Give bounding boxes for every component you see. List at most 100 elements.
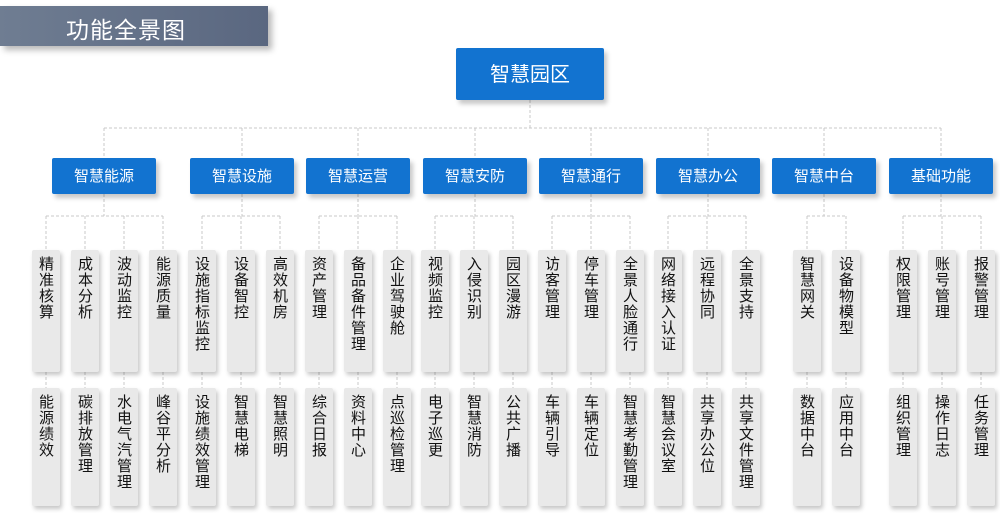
leaf-label: 报警管理 (972, 256, 990, 320)
leaf-node[interactable]: 波动监控 (110, 250, 138, 372)
leaf-node[interactable]: 访客管理 (538, 250, 566, 372)
leaf-node[interactable]: 备品备件管理 (344, 250, 372, 372)
leaf-label: 设备物模型 (837, 256, 855, 336)
leaf-node[interactable]: 点巡检管理 (383, 388, 411, 506)
leaf-node[interactable]: 能源质量 (149, 250, 177, 372)
leaf-node[interactable]: 应用中台 (832, 388, 860, 506)
leaf-node[interactable]: 全景支持 (732, 250, 760, 372)
leaf-node[interactable]: 账号管理 (928, 250, 956, 372)
leaf-node[interactable]: 入侵识别 (460, 250, 488, 372)
leaf-label: 数据中台 (798, 394, 816, 458)
leaf-label: 权限管理 (894, 256, 912, 320)
leaf-label: 精准核算 (37, 256, 55, 320)
leaf-label: 设备智控 (232, 256, 250, 320)
leaf-label: 智慧消防 (465, 394, 483, 458)
category-node[interactable]: 智慧通行 (539, 158, 643, 194)
leaf-label: 智慧考勤管理 (621, 394, 639, 490)
leaf-label: 资产管理 (310, 256, 328, 320)
leaf-node[interactable]: 共享办公位 (693, 388, 721, 506)
leaf-node[interactable]: 设备物模型 (832, 250, 860, 372)
leaf-node[interactable]: 智慧消防 (460, 388, 488, 506)
leaf-node[interactable]: 资产管理 (305, 250, 333, 372)
leaf-node[interactable]: 水电气汽管理 (110, 388, 138, 506)
leaf-node[interactable]: 全景人脸通行 (616, 250, 644, 372)
leaf-node[interactable]: 园区漫游 (499, 250, 527, 372)
leaf-node[interactable]: 车辆引导 (538, 388, 566, 506)
leaf-label: 能源绩效 (37, 394, 55, 458)
leaf-node[interactable]: 公共广播 (499, 388, 527, 506)
leaf-label: 园区漫游 (504, 256, 522, 320)
leaf-node[interactable]: 电子巡更 (421, 388, 449, 506)
leaf-label: 任务管理 (972, 394, 990, 458)
leaf-label: 智慧网关 (798, 256, 816, 320)
leaf-node[interactable]: 车辆定位 (577, 388, 605, 506)
leaf-node[interactable]: 成本分析 (71, 250, 99, 372)
leaf-label: 账号管理 (933, 256, 951, 320)
title-banner: 功能全景图 (0, 6, 268, 46)
leaf-label: 远程协同 (698, 256, 716, 320)
leaf-node[interactable]: 智慧照明 (266, 388, 294, 506)
leaf-label: 碳排放管理 (76, 394, 94, 474)
leaf-node[interactable]: 组织管理 (889, 388, 917, 506)
category-node[interactable]: 基础功能 (889, 158, 993, 194)
leaf-node[interactable]: 资料中心 (344, 388, 372, 506)
leaf-node[interactable]: 共享文件管理 (732, 388, 760, 506)
leaf-node[interactable]: 数据中台 (793, 388, 821, 506)
leaf-node[interactable]: 智慧网关 (793, 250, 821, 372)
leaf-node[interactable]: 智慧电梯 (227, 388, 255, 506)
leaf-label: 公共广播 (504, 394, 522, 458)
leaf-node[interactable]: 报警管理 (967, 250, 995, 372)
category-node[interactable]: 智慧运营 (306, 158, 410, 194)
leaf-node[interactable]: 高效机房 (266, 250, 294, 372)
leaf-label: 车辆引导 (543, 394, 561, 458)
leaf-node[interactable]: 能源绩效 (32, 388, 60, 506)
category-node[interactable]: 智慧能源 (52, 158, 156, 194)
leaf-label: 视频监控 (426, 256, 444, 320)
leaf-label: 共享办公位 (698, 394, 716, 474)
leaf-label: 企业驾驶舱 (388, 256, 406, 336)
page-title: 功能全景图 (66, 18, 186, 44)
leaf-node[interactable]: 任务管理 (967, 388, 995, 506)
leaf-node[interactable]: 设施绩效管理 (188, 388, 216, 506)
leaf-label: 设施指标监控 (193, 256, 211, 352)
leaf-label: 应用中台 (837, 394, 855, 458)
category-node[interactable]: 智慧中台 (772, 158, 876, 194)
leaf-node[interactable]: 操作日志 (928, 388, 956, 506)
leaf-node[interactable]: 精准核算 (32, 250, 60, 372)
leaf-node[interactable]: 智慧考勤管理 (616, 388, 644, 506)
leaf-node[interactable]: 停车管理 (577, 250, 605, 372)
leaf-label: 点巡检管理 (388, 394, 406, 474)
category-node[interactable]: 智慧设施 (190, 158, 294, 194)
leaf-node[interactable]: 智慧会议室 (654, 388, 682, 506)
leaf-label: 资料中心 (349, 394, 367, 458)
leaf-node[interactable]: 远程协同 (693, 250, 721, 372)
root-node[interactable]: 智慧园区 (456, 48, 604, 100)
leaf-node[interactable]: 碳排放管理 (71, 388, 99, 506)
leaf-label: 高效机房 (271, 256, 289, 320)
leaf-label: 全景支持 (737, 256, 755, 320)
leaf-label: 访客管理 (543, 256, 561, 320)
leaf-label: 全景人脸通行 (621, 256, 639, 352)
leaf-node[interactable]: 网络接入认证 (654, 250, 682, 372)
leaf-label: 成本分析 (76, 256, 94, 320)
leaf-label: 入侵识别 (465, 256, 483, 320)
category-node[interactable]: 智慧安防 (423, 158, 527, 194)
leaf-label: 智慧照明 (271, 394, 289, 458)
leaf-label: 车辆定位 (582, 394, 600, 458)
leaf-label: 智慧会议室 (659, 394, 677, 474)
leaf-label: 水电气汽管理 (115, 394, 133, 490)
leaf-node[interactable]: 企业驾驶舱 (383, 250, 411, 372)
leaf-node[interactable]: 峰谷平分析 (149, 388, 177, 506)
category-node[interactable]: 智慧办公 (656, 158, 760, 194)
leaf-label: 备品备件管理 (349, 256, 367, 352)
leaf-node[interactable]: 综合日报 (305, 388, 333, 506)
leaf-node[interactable]: 设施指标监控 (188, 250, 216, 372)
leaf-label: 停车管理 (582, 256, 600, 320)
leaf-node[interactable]: 设备智控 (227, 250, 255, 372)
leaf-label: 峰谷平分析 (154, 394, 172, 474)
leaf-node[interactable]: 视频监控 (421, 250, 449, 372)
leaf-node[interactable]: 权限管理 (889, 250, 917, 372)
leaf-label: 波动监控 (115, 256, 133, 320)
leaf-label: 电子巡更 (426, 394, 444, 458)
